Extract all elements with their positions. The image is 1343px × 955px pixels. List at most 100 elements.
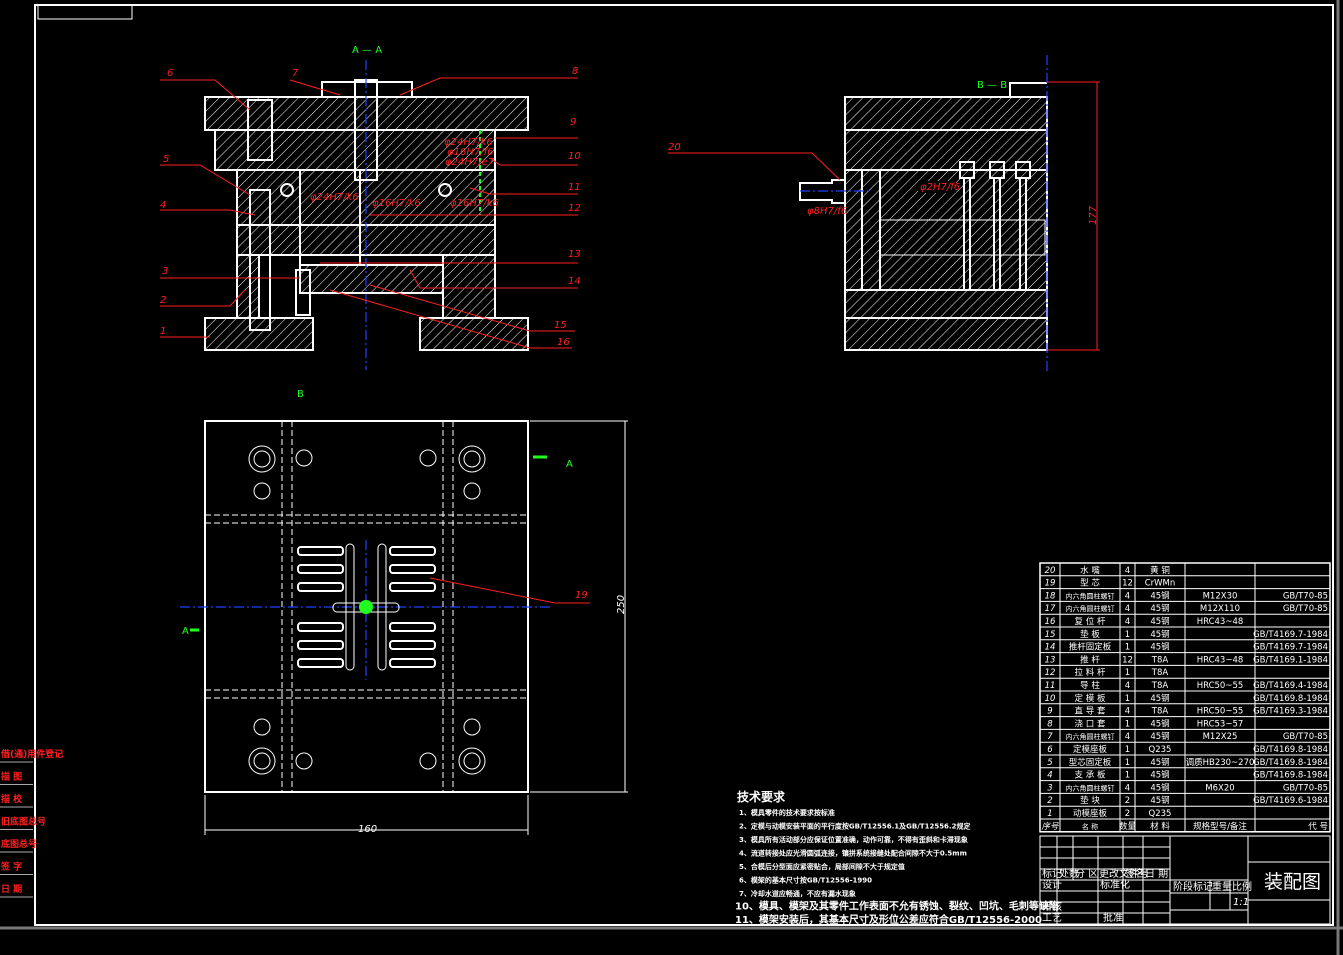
table-cell: 黄 铜 [1150,565,1170,576]
table-cell: GB/T4169.8-1984 [1253,694,1328,704]
callout-6: 6 [167,68,173,79]
plan-width-dimension: 160 [358,824,377,835]
rev-header: 签名 [1125,867,1145,880]
table-cell: 4 [1125,783,1130,793]
table-cell: Q235 [1149,809,1172,819]
table-cell: 4 [1047,771,1052,781]
table-cell: 8 [1047,719,1053,729]
review-label: 审核 [1042,900,1062,913]
technical-requirements: 技术要求 1、模具零件的技术要求按标准2、定模与动模安装平面的平行度按GB/T1… [735,789,1059,926]
section-aa-view: A — A 6 5 4 3 2 1 7 8 9 10 11 12 13 14 1… [160,45,581,400]
cavity-slot [297,546,344,556]
section-aa-label: A — A [352,45,382,56]
table-cell: 规格型号/备注 [1193,821,1247,832]
cavity-slot [389,658,436,668]
table-cell: 定 模 板 [1075,693,1106,704]
table-cell: GB/T4169.3-1984 [1253,707,1328,717]
table-cell: T8A [1151,655,1169,665]
table-cell: GB/T4169.8-1984 [1253,758,1328,768]
table-cell: 2 [1125,809,1130,819]
table-cell: T8A [1151,707,1169,717]
tech-title: 技术要求 [737,789,786,804]
table-cell: GB/T70-85 [1283,732,1328,742]
table-cell: 4 [1125,732,1130,742]
table-cell: 10 [1045,694,1056,704]
strip-label: 底图总号 [1,838,37,850]
table-cell: 15 [1045,630,1056,640]
table-cell: 拉 料 杆 [1075,667,1106,678]
callout-2: 2 [160,295,166,306]
table-cell: 17 [1045,604,1056,614]
table-cell: 数量 [1119,821,1137,832]
table-cell: GB/T4169.8-1984 [1253,745,1328,755]
tech-item: 6、模架的基本尺寸按GB/T12556-1990 [739,876,872,885]
table-cell: 推杆固定板 [1069,642,1112,653]
section-bb-label: B — B [977,80,1007,91]
cavity-slot [389,564,436,574]
title-block: 标记 处数 分 区 更改文件号 签名 日 期 设计 标准化 审核 工艺 批准 阶… [1039,835,1331,925]
fit-label: φ24H7/k6 [310,192,359,203]
table-cell: 材 料 [1150,821,1170,832]
cavity-slot [297,658,344,668]
table-cell: 4 [1125,681,1130,691]
rev-header: 日 期 [1145,868,1168,880]
rev-header: 更改文件号 [1099,867,1149,880]
table-cell: 45钢 [1150,693,1169,704]
table-cell: 45钢 [1150,731,1169,742]
fit-label: φ16H7/k6 [450,198,499,209]
table-cell: 1 [1125,643,1130,653]
table-cell: 45钢 [1150,603,1169,614]
table-cell: 1 [1125,745,1130,755]
table-cell: 1 [1125,668,1130,678]
tech-item: 3、模具所有活动部分应保证位置准确，动作可靠，不得有歪斜和卡滞现象 [739,835,968,844]
table-cell: 12 [1122,655,1133,665]
tech-item: 5、合模后分型面应紧密贴合，局部间隙不大于规定值 [739,862,905,871]
table-cell: T8A [1151,668,1169,678]
table-cell: 14 [1045,643,1056,653]
rev-header: 分 区 [1075,868,1098,880]
table-cell: 2 [1047,796,1052,806]
strip-label: 描 校 [1,793,23,805]
table-cell: T8A [1151,681,1169,691]
fit-label: φ24H7/k6 [444,137,493,148]
table-cell: 定模座板 [1073,744,1108,755]
cavity-array [297,546,436,668]
section-bb-view: B — B 20 φ2H7/f6 φ8H7/f6 177 [668,55,1100,372]
table-cell: HRC50~55 [1197,707,1244,717]
callout-11: 11 [568,182,581,193]
table-cell: 1 [1047,809,1052,819]
callout-7: 7 [292,68,299,79]
cavity-slot [297,564,344,574]
table-cell: 动模座板 [1073,808,1108,819]
tech-item: 1、模具零件的技术要求按标准 [739,808,835,817]
cavity-slot [389,582,436,592]
cavity-slot [389,622,436,632]
table-cell: 45钢 [1150,616,1169,627]
table-cell: 5 [1047,758,1052,768]
table-cell: 内六角圆柱螺钉 [1066,591,1115,600]
table-cell: GB/T70-85 [1283,604,1328,614]
section-marker-a: A [566,459,573,470]
table-cell: 2 [1125,796,1130,806]
table-cell: 4 [1125,566,1130,576]
table-cell: 3 [1047,783,1052,793]
strip-label: 借(通)用件登记 [0,748,63,760]
table-header: 序号名 称数量材 料规格型号/备注代 号 [1040,821,1330,833]
table-cell: 16 [1045,617,1056,627]
drawing-frame [34,4,1334,926]
callout-1: 1 [160,326,166,337]
callout-3: 3 [162,266,168,277]
table-cell: 导 柱 [1080,680,1100,691]
stage-mark-label: 阶段标记 [1173,880,1213,893]
